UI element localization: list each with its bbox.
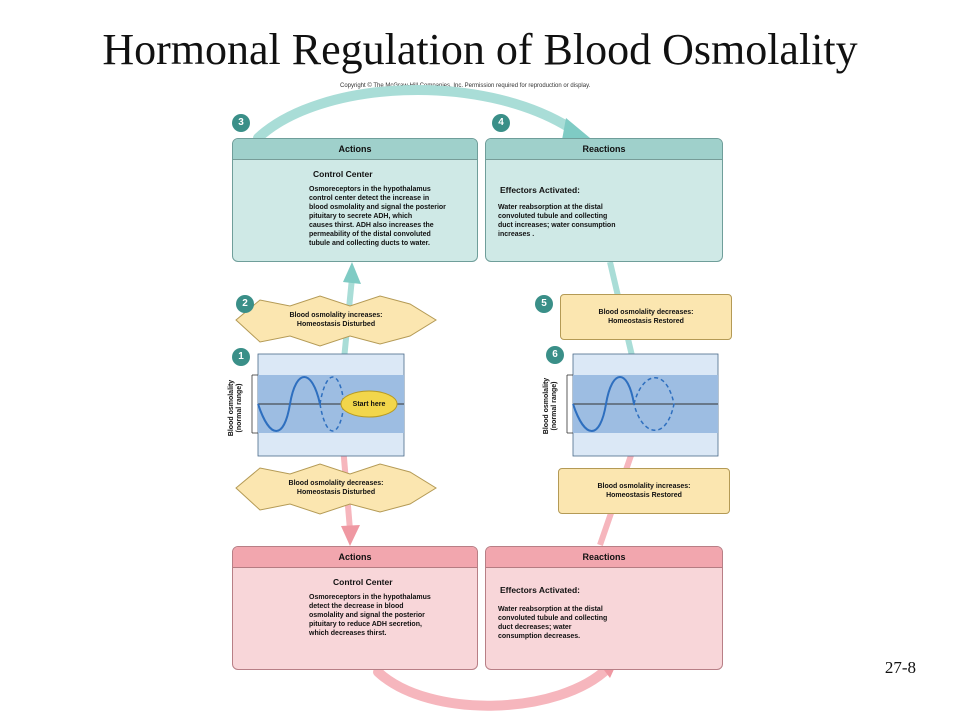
burst-decrease-disturbed — [235, 463, 437, 515]
wave-left — [257, 376, 321, 432]
state-increase-disturbed: Blood osmolality increases: Homeostasis … — [289, 312, 383, 328]
bottom-actions-subtitle: Control Center — [333, 577, 393, 587]
arrow-actions-to-reactions-top — [253, 85, 575, 143]
top-actions-header: Actions — [233, 139, 477, 160]
state-decrease-restored: Blood osmolality decreases:Homeostasis R… — [560, 294, 732, 340]
state-increase-restored: Blood osmolality increases:Homeostasis R… — [558, 468, 730, 514]
start-here-marker — [340, 390, 398, 418]
slide-number: 27-8 — [884, 658, 916, 677]
page-title: Hormonal Regulation of Blood Osmolality — [102, 25, 858, 74]
top-reactions-subtitle: Effectors Activated: — [500, 185, 580, 195]
step-badge-3: 3 — [232, 114, 250, 132]
top-actions-panel: Actions Control Center Osmoreceptors in … — [232, 138, 478, 262]
graph-right-ylabel: Blood osmolality(normal range) — [543, 377, 558, 435]
wave-right — [572, 376, 635, 432]
step-badge-5: 5 — [535, 295, 553, 313]
arrow-actions-to-reactions-bottom — [373, 663, 613, 711]
bottom-reactions-header: Reactions — [486, 547, 722, 568]
step-badge-1: 1 — [232, 348, 250, 366]
bottom-actions-header: Actions — [233, 547, 477, 568]
top-actions-text: Osmoreceptors in the hypothalamus contro… — [309, 186, 446, 247]
bottom-actions-text: Osmoreceptors in the hypothalamus detect… — [309, 594, 431, 637]
start-here-label: Start here — [352, 401, 386, 408]
bottom-actions-panel: Actions Control Center Osmoreceptors in … — [232, 546, 478, 670]
graph-left-ylabel: Blood osmolality(normal range) — [228, 379, 243, 437]
top-actions-subtitle: Control Center — [313, 169, 373, 179]
bottom-reactions-panel: Reactions Effectors Activated: Water rea… — [485, 546, 723, 670]
step-badge-2: 2 — [236, 295, 254, 313]
step-badge-6: 6 — [546, 346, 564, 364]
bottom-reactions-text: Water reabsorption at the distal convolu… — [498, 606, 608, 640]
top-reactions-panel: Reactions Effectors Activated: Water rea… — [485, 138, 723, 262]
top-reactions-header: Reactions — [486, 139, 722, 160]
burst-increase-disturbed — [235, 295, 437, 347]
state-decrease-disturbed: Blood osmolality decreases: Homeostasis … — [288, 480, 384, 496]
bottom-reactions-subtitle: Effectors Activated: — [500, 585, 580, 595]
arrowhead-top — [562, 118, 590, 140]
top-reactions-text: Water reabsorption at the distal convolu… — [498, 204, 616, 238]
copyright-notice: Copyright © The McGraw-Hill Companies, I… — [340, 83, 591, 89]
osmolality-graph-right — [566, 353, 719, 457]
step-badge-4: 4 — [492, 114, 510, 132]
